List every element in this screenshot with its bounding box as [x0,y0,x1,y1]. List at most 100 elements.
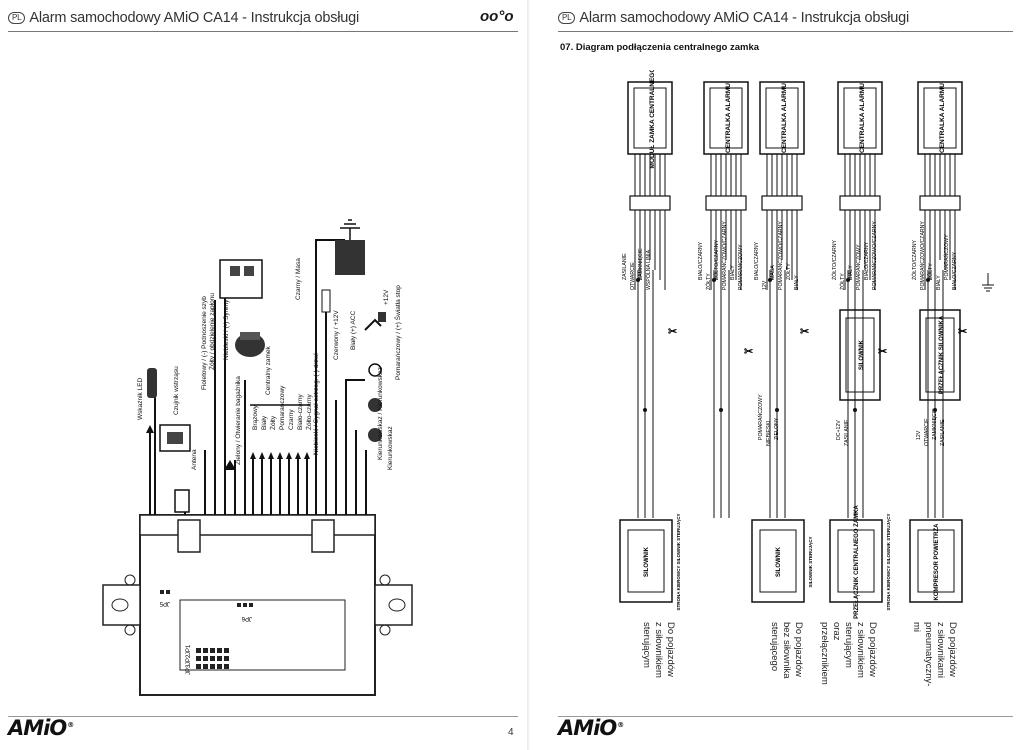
wire-label: BIAŁY [730,265,736,280]
antenna-icon [174,489,190,513]
bottom-box [829,519,883,603]
wiring-label: Czujnik wstrząsu [173,366,180,415]
jumper-label-jp1: JP1 [186,644,192,655]
cut-wire-icon: ✂ [958,326,967,338]
wire-label: POMARAŃCZOWO/CZARNY [919,221,926,290]
ground-icon [982,273,994,292]
junction-dot [926,278,930,282]
wire-label: BIAŁO/CZARNY [952,251,958,290]
junction-dot [712,278,716,282]
language-badge: PL [8,12,26,24]
wire-label: ZASILANIE [844,419,850,446]
wire-label: POMARAŃCZOWY [855,244,862,290]
middle-box [839,309,881,401]
wiring-label: Żółty [268,415,277,430]
top-box-label: CENTRALKA ALARMU [781,83,788,153]
wiring-label: Wskaźnik LED [137,377,144,420]
hood-switch-icon [364,312,386,331]
wire-label: POMARAŃCZOWY [757,394,764,440]
bottom-box [909,519,963,603]
amio-logo: AMiO® [558,716,624,740]
wiring-label: Żółty / obdzielenie zapłonu [207,293,216,370]
fuse-icon [321,289,331,313]
diagram-caption: Do pojazdów z siłownikiem sterującym [641,622,676,678]
middle-box-label: SILOWNIK [859,339,865,370]
wire-label: BIAŁY [848,265,854,280]
wiring-label: Biały [261,415,268,430]
wire-label: 12V [916,430,922,440]
wiring-label: +12V [383,289,390,305]
page-number: 4 [508,727,514,738]
wire-label: ŻÓŁTY [705,273,712,290]
wire-arrows [146,425,310,470]
cut-wire-icon: ✂ [744,346,753,358]
wire-label: POMARAŃCZOWO/CZARNY [871,221,878,290]
top-box [837,81,883,155]
header-right: PL Alarm samochodowy AMiO CA14 - Instruk… [558,10,909,26]
siren-icon [235,332,265,357]
wire-label: ŻÓŁTO/CZARNY [713,239,720,280]
bottom-box-label: PRZEŁĄCZNIK CENTRALNEGO ZAMKA [854,505,860,619]
header-rule [8,31,518,32]
header-rule [558,31,1013,32]
bottom-box [751,519,805,603]
top-box [759,81,805,155]
wire-label: BIAŁO/CZARNY [754,241,760,280]
wiring-label: Pomarańczowy [279,385,286,430]
junction-dot [853,408,857,412]
corner-mark: oo°o [480,8,514,25]
bottom-box-label: KOMPRESOR POWIETRZA [934,523,940,601]
wiring-label: Zielony / Otwieranie bagażnika [235,376,242,465]
wiring-label: Czerwony / +12V [333,310,340,360]
middle-box [919,309,961,401]
wire-label: POMARAŃCZOWY [737,244,744,290]
wire-label: ŻÓŁTO/CZARNY [911,239,918,280]
led-indicator-icon [147,368,157,398]
wire-label: BIAŁY [936,275,942,290]
wiring-label: Czarny [288,409,295,430]
wiring-label: Kierunkowskaz / Kierunkowskaz [377,367,384,460]
junction-dot [719,408,723,412]
wiring-label: Fioletowy / (-) Podnoszenie szyb [201,296,208,390]
cut-wire-icon: ✂ [878,346,887,358]
wire-label: ŻÓŁTY [839,273,846,290]
wire-bundle [149,239,367,515]
top-box-label: CENTRALKA ALARMU [725,83,732,153]
window-lift-module-icon [219,259,263,299]
footer-rule [8,716,518,717]
wiring-label: Centralny zamek [265,345,272,395]
wiring-label: Żółto-czarny [304,393,313,430]
alarm-control-unit: JP5 JP6 JP1 JP2 JP3 [102,514,413,696]
wire-label: 12V [762,280,768,290]
wiring-label: Pomarańczowy / (+) Światła stop [393,285,402,380]
lock-diagram-2: CENTRALKA ALARMUBIAŁO/CZARNYŻÓŁTYŻÓŁTO/C… [698,81,753,518]
wire-label: ŻÓŁTO/CZARNY [831,239,838,280]
right-page: PL Alarm samochodowy AMiO CA14 - Instruk… [530,0,1024,750]
shock-sensor-icon [159,424,191,452]
diagram-caption: Do pojazdów z siłownikiem sterującym ora… [819,622,878,685]
top-box-label: MODUŁ ZAMKA CENTRALNEGO [649,70,656,168]
side-note: STRONA KIEROWCY SILOWNIK STERUJĄCY [886,513,891,610]
wire-label: ŻÓŁTY [785,263,792,280]
alarm-wiring-diagram: JP5 JP6 JP1 JP2 JP3 [102,219,413,696]
wire-label: MASA [770,265,776,280]
wire-label: ZIELONY [774,417,780,440]
wire-label: ZAMKNIĘCIE [932,408,938,440]
header-title: Alarm samochodowy AMiO CA14 - Instrukcja… [29,10,360,26]
wiring-label: Biało-czarny [297,393,304,430]
wiring-label: Niebieski / Sygnał ostrzeg. (-) drzwi [313,353,320,455]
wire-label: POMARAŃCZOWO/CZARNY [777,221,784,290]
wire-label: POMARAŃCZOWY [943,234,950,280]
top-box [627,81,673,155]
wire-label: BIAŁO/CZARNY [864,241,870,280]
junction-dot [775,408,779,412]
language-badge: PL [558,12,576,24]
wire-label: ŻÓŁTY [927,263,934,280]
wiring-label: Kierunkowskaz [387,426,394,470]
jumper-label-jp5: JP5 [159,600,170,606]
wiring-label: Brązowy [252,404,259,430]
brake-light-bulb-icon [368,363,382,442]
wiring-label: Biały (+) ACC [350,311,357,350]
